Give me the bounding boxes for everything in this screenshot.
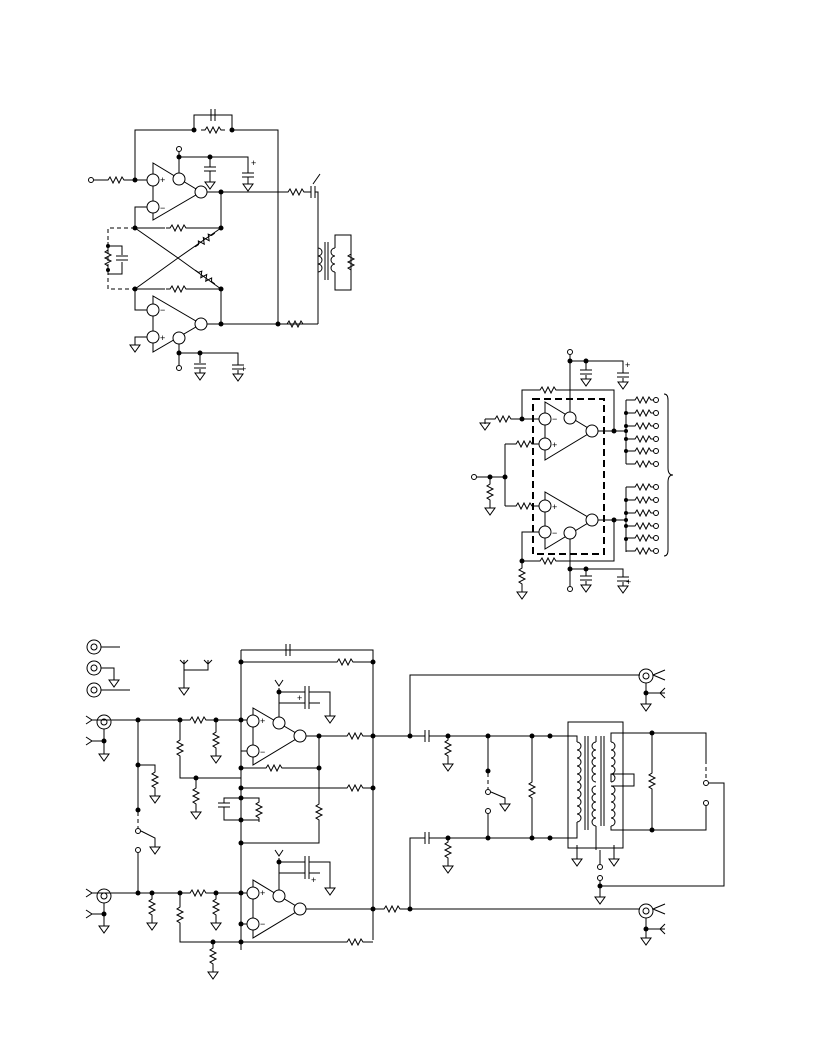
svg-text:+: +: [625, 360, 630, 370]
opampD-plus: +: [260, 888, 265, 898]
opamp1-plus: +: [160, 175, 165, 185]
opamp2-plus: +: [160, 333, 165, 343]
opamp2-minus: −: [160, 305, 165, 315]
figure-2-dual-opamp-fanout: + − +: [471, 349, 674, 600]
opampB-plus: +: [552, 502, 557, 512]
opampD-minus: −: [260, 919, 265, 929]
svg-text:+: +: [311, 875, 316, 885]
figure-3-balanced-transformer-interface: + − +: [85, 639, 725, 980]
svg-text:+: +: [626, 577, 631, 587]
opampA-minus: −: [552, 414, 557, 424]
svg-text:+: +: [297, 693, 302, 703]
opamp1-minus: −: [160, 203, 165, 213]
svg-text:+: +: [241, 364, 246, 374]
opampB-minus: −: [552, 528, 557, 538]
opampC-plus: +: [260, 716, 265, 726]
opampC-minus: −: [260, 747, 265, 757]
opampA-plus: +: [552, 440, 557, 450]
svg-text:+: +: [251, 158, 256, 168]
figure-1-transformer-driver: + − +: [88, 108, 355, 382]
